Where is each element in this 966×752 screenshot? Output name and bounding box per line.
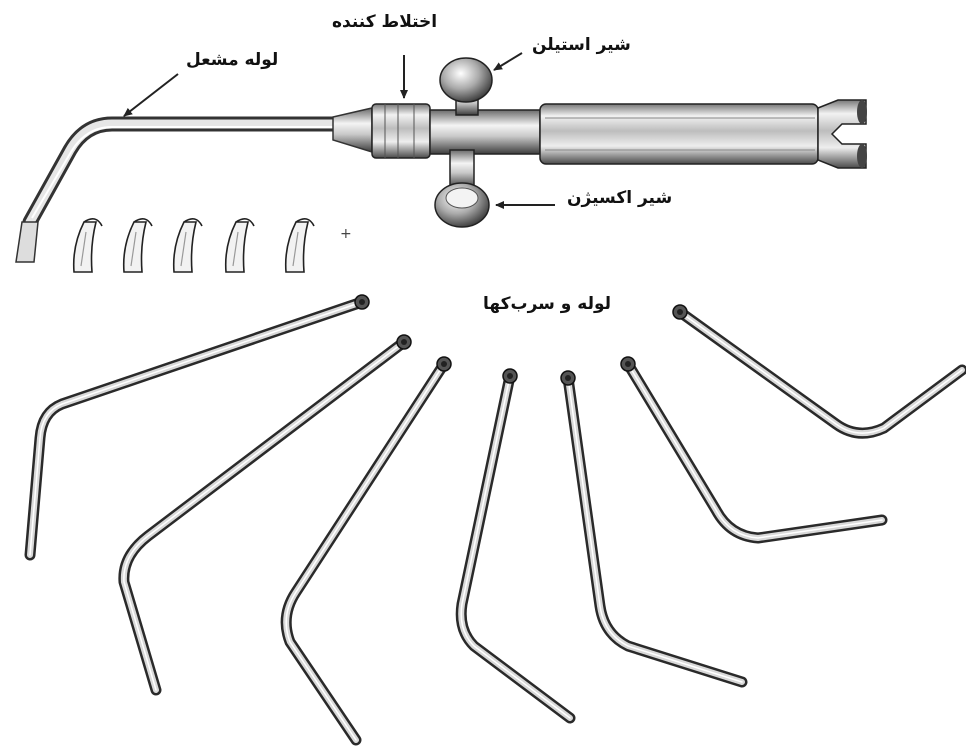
spare-tip <box>74 219 102 272</box>
bent-tube <box>628 364 882 538</box>
svg-text:+: + <box>340 226 352 242</box>
spare-tip <box>124 219 152 272</box>
thread-end <box>673 305 687 319</box>
torch-tube-label: لوله مشعل <box>186 50 278 70</box>
torch-handle <box>540 104 818 164</box>
thread-end <box>561 371 575 385</box>
tubes-tips-label: لوله و سرب‌کها <box>483 294 611 314</box>
thread-end <box>397 335 411 349</box>
bent-tube <box>680 312 962 433</box>
thread-end <box>437 357 451 371</box>
mixer-label: اختلاط کننده <box>332 12 437 32</box>
spare-tip <box>286 219 314 272</box>
spare-tip <box>174 219 202 272</box>
oxygen-valve-label: شیر اکسیژن <box>567 188 672 208</box>
bent-tubes <box>30 295 962 740</box>
mixer-body <box>372 104 430 158</box>
bent-tube <box>286 364 444 740</box>
bent-tube <box>461 376 570 718</box>
spare-tips: + <box>74 219 352 272</box>
torch-tube-arrow <box>124 74 178 116</box>
acetylene-knob <box>440 58 492 102</box>
thread-end <box>621 357 635 371</box>
acetylene-valve-label: شیر استیلن <box>532 35 631 55</box>
bent-tube <box>124 342 404 690</box>
bent-tube <box>30 302 362 555</box>
acetylene-arrow <box>494 53 522 70</box>
bent-tube <box>568 378 742 682</box>
spare-tip <box>226 219 254 272</box>
thread-end <box>355 295 369 309</box>
thread-end <box>503 369 517 383</box>
